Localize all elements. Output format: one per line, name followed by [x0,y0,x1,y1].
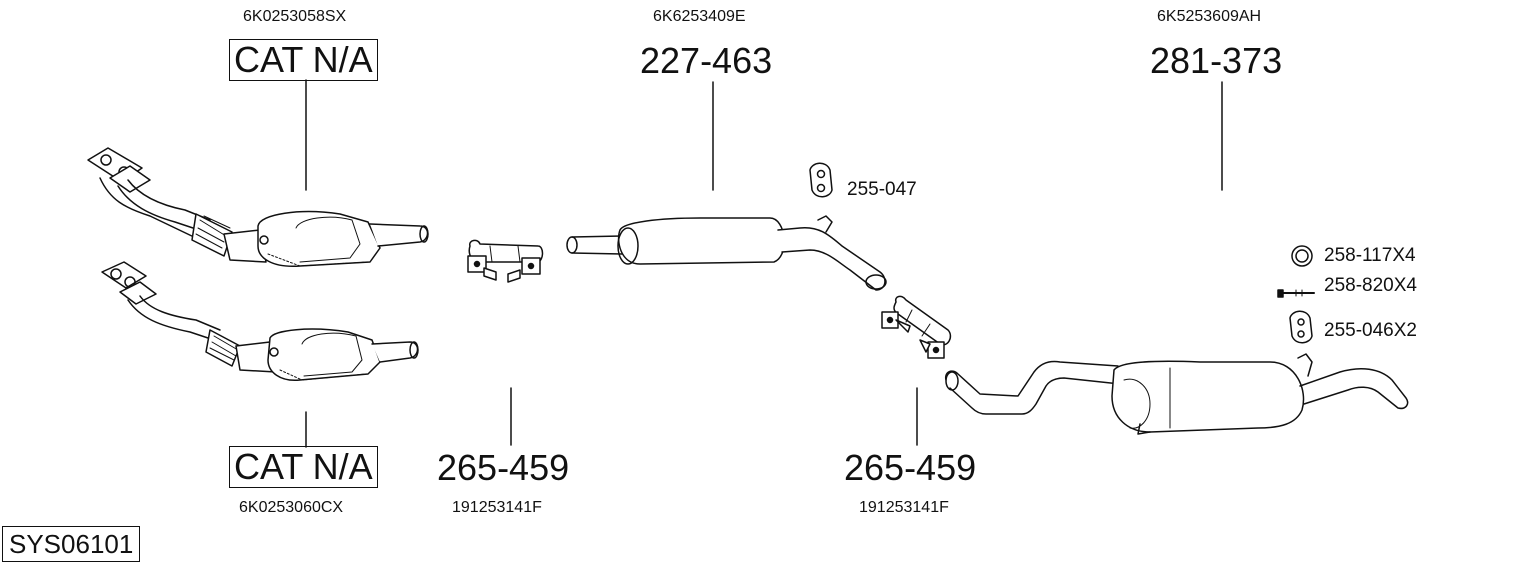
oe-number-rear-silencer: 6K5253609AH [1157,8,1262,25]
catalytic-converter-upper [87,147,429,267]
part-number-cat-lower: CAT N/A [229,446,378,488]
diagram-code: SYS06101 [2,526,141,562]
leader-lines [305,79,1223,448]
oe-number-cat-lower: 6K0253060CX [239,499,344,516]
part-number-middle-silencer: 227-463 [640,40,773,81]
catalytic-converter-lower [101,261,419,381]
rubber-hanger-icon [809,162,833,198]
oe-number-middle-silencer: 6K6253409E [653,8,746,25]
accessory-label: 258-820X4 [1324,275,1417,296]
accessory-label: 258-117X4 [1324,245,1416,266]
part-number-clamp-2: 265-459 [844,447,977,488]
middle-silencer [566,215,887,291]
accessory-label: 255-046X2 [1324,320,1417,341]
accessory-label: 255-047 [847,179,917,200]
part-number-rear-silencer: 281-373 [1150,40,1283,81]
oe-number-clamp-1: 191253141F [452,499,542,516]
pipe-clamp-2 [881,295,952,359]
bolt-icon [1277,289,1315,298]
part-number-cat-upper: CAT N/A [229,39,378,81]
oe-number-cat-upper: 6K0253058SX [243,8,347,25]
part-number-clamp-1: 265-459 [437,447,570,488]
oe-number-clamp-2: 191253141F [859,499,949,516]
ring-seal-icon [1291,245,1313,267]
rubber-hanger-icon [1289,310,1313,344]
pipe-clamp-1 [467,239,544,283]
rear-silencer [944,353,1409,435]
